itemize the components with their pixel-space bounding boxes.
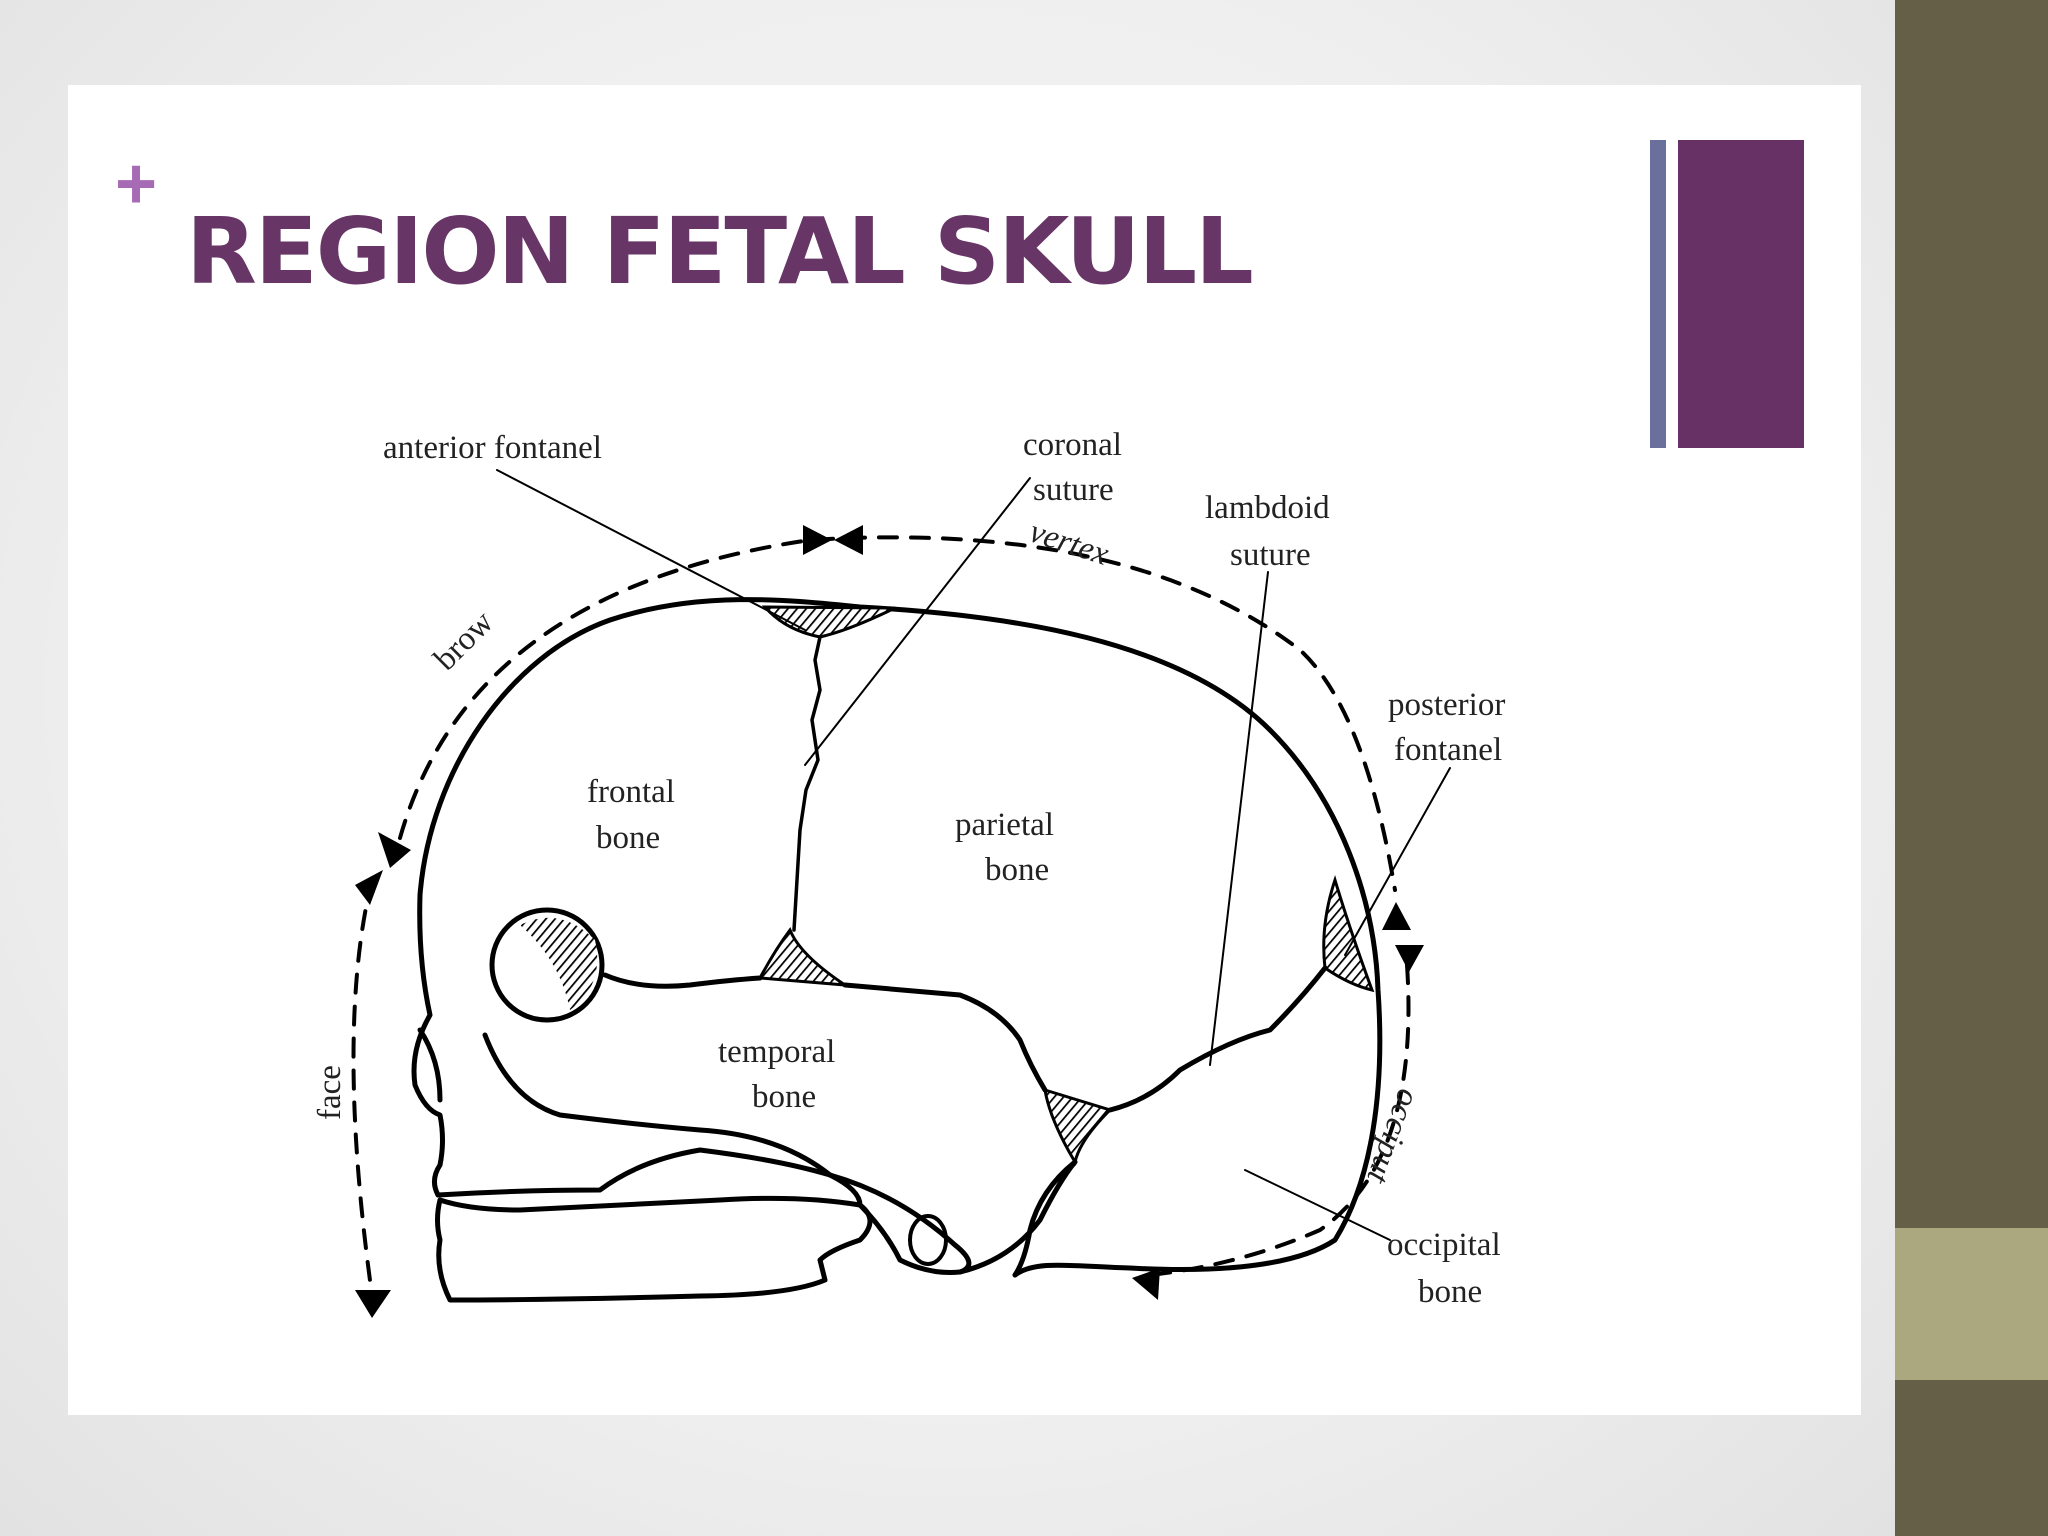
label-occiput: occiput [1359,1084,1426,1188]
label-face: face [312,1065,348,1120]
temporal-inner-curve [482,1032,833,1178]
dashed-arc-face [351,878,374,1297]
arrow-posterior-down-icon [1382,902,1411,930]
cranium-outline [417,597,1383,1278]
label-temporal: temporal [718,1034,835,1070]
label-lambdoid-suture: suture [1230,537,1311,573]
mastoid-fontanel [1043,1087,1113,1166]
plus-icon: + [115,144,158,224]
label-parietal-bone: bone [985,852,1049,888]
dashed-arc-occiput [1148,963,1411,1277]
posterior-fontanel [1322,875,1375,993]
leader-lambdoid-suture [1209,571,1269,1066]
label-brow: brow [427,604,501,678]
label-occipital-bone: bone [1418,1274,1482,1310]
arrow-face-up-icon [355,870,383,905]
leader-occipital-bone [1244,1169,1391,1241]
arrow-occipital-end-icon [1132,1268,1160,1300]
label-occipital: occipital [1387,1227,1501,1263]
orbit-hatching [520,917,598,1010]
label-anterior-fontanel: anterior fontanel [383,430,602,466]
vertex-marker-left-icon [803,525,832,555]
leader-anterior-fontanel [496,469,806,631]
face-profile [411,892,445,1198]
sphenoid-fontanel [757,926,851,987]
arrow-face-end-icon [355,1290,391,1318]
mandible-ramus [857,1202,963,1275]
nose-bridge [417,1027,443,1103]
temporal-top-border [842,982,1048,1093]
label-coronal: coronal [1023,427,1122,463]
leader-posterior-fontanel [1344,767,1451,956]
arrow-occiput-up-icon [1395,945,1424,972]
label-frontal-bone: bone [596,820,660,856]
slide-canvas [68,85,1861,1415]
decor-bar-thick [1678,140,1804,448]
occipital-lower-curve [1012,1159,1078,1278]
anterior-fontanel [761,605,896,639]
mandible [435,1195,873,1303]
label-frontal: frontal [587,774,675,810]
mastoid-base [957,1159,1078,1275]
decor-bar-thin [1650,140,1666,448]
slide-title: REGION FETAL SKULL [186,198,1254,305]
leader-coronal-suture [804,477,1031,766]
label-posterior-fontanel: fontanel [1394,732,1502,768]
label-posterior: posterior [1388,687,1505,723]
coronal-suture [792,635,822,932]
vertex-marker-right-icon [834,525,863,555]
temporal-lower-curve [827,1172,972,1275]
label-temporal-bone: bone [752,1079,816,1115]
label-lambdoid: lambdoid [1205,490,1330,526]
label-coronal-suture: suture [1033,472,1114,508]
label-parietal: parietal [955,807,1054,843]
side-accent-block [1895,1228,2048,1380]
label-vertex: vertex [1025,514,1113,573]
dashed-arc-brow-vertex [398,535,1397,892]
lambdoid-suture-edge [1107,965,1328,1113]
frontal-temporal-border [602,972,763,989]
arrow-brow-down-icon [378,832,411,868]
